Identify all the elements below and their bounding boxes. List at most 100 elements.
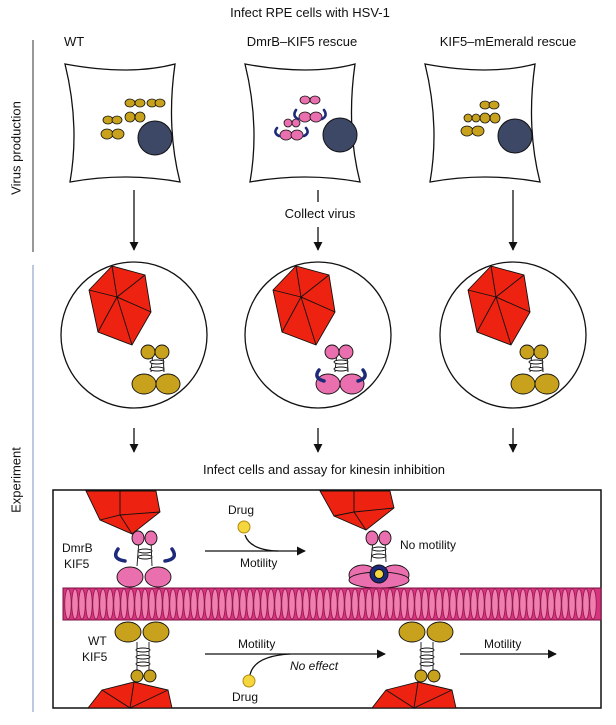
nucleus-wt: [137, 120, 173, 156]
side-label-experiment: Experiment: [8, 447, 24, 513]
wt-kif5-motor-right: [398, 621, 454, 683]
dmrb-domains: [274, 108, 327, 138]
kinesin-dmrb-virion: [315, 344, 367, 395]
microtubule-ring: [99, 588, 107, 620]
capsid-wt: [88, 265, 152, 346]
microtubule-ring: [190, 588, 198, 620]
microtubule-ring: [330, 588, 338, 620]
microtubule-ring: [547, 588, 555, 620]
microtubule-ring: [568, 588, 576, 620]
microtubule-ring: [344, 588, 352, 620]
microtubule-ring: [498, 588, 506, 620]
microtubule-ring: [197, 588, 205, 620]
microtubule-ring: [232, 588, 240, 620]
microtubule-ring: [575, 588, 583, 620]
microtubule-ring: [134, 588, 142, 620]
microtubule-ring: [106, 588, 114, 620]
capsid-top-right: [319, 490, 395, 531]
assay-step-label: Infect cells and assay for kinesin inhib…: [202, 462, 446, 477]
kinesins-wt: [100, 98, 166, 140]
microtubule-ring: [561, 588, 569, 620]
microtubule-ring: [428, 588, 436, 620]
microtubule-ring: [155, 588, 163, 620]
wt-label: WT: [88, 634, 107, 648]
collect-virus-label: Collect virus: [284, 206, 356, 221]
microtubule-ring: [505, 588, 513, 620]
microtubule-ring: [120, 588, 128, 620]
dmrb-label: DmrB: [62, 541, 93, 555]
microtubule-ring: [162, 588, 170, 620]
microtubule-ring: [470, 588, 478, 620]
microtubule-ring: [526, 588, 534, 620]
microtubule-ring: [309, 588, 317, 620]
cell-kif5-memerald: [424, 63, 541, 183]
microtubule-ring: [386, 588, 394, 620]
microtubule-ring: [477, 588, 485, 620]
microtubule-ring: [211, 588, 219, 620]
microtubule-ring: [281, 588, 289, 620]
microtubule-ring: [484, 588, 492, 620]
microtubule-ring: [512, 588, 520, 620]
drug-label-bottom: Drug: [232, 690, 259, 704]
microtubule-ring: [435, 588, 443, 620]
microtubule-ring: [78, 588, 86, 620]
microtubule-ring: [442, 588, 450, 620]
wt-kif5-motor-left: [114, 621, 170, 683]
microtubule-ring: [533, 588, 541, 620]
microtubule-ring: [449, 588, 457, 620]
microtubule-ring: [260, 588, 268, 620]
microtubule-ring: [288, 588, 296, 620]
microtubule-ring: [295, 588, 303, 620]
microtubule-ring: [421, 588, 429, 620]
microtubule-ring: [323, 588, 331, 620]
microtubule-ring: [554, 588, 562, 620]
microtubule-ring: [127, 588, 135, 620]
microtubule-ring: [141, 588, 149, 620]
microtubule-ring: [491, 588, 499, 620]
kinesins-dmrb: [279, 95, 323, 141]
column-label-dmrb: DmrB–KIF5 rescue: [246, 34, 358, 49]
dmrb-kif5-motor-inhibited: [348, 530, 410, 589]
microtubule: [62, 587, 602, 621]
microtubule-ring: [463, 588, 471, 620]
drug-curve-top: [244, 534, 279, 552]
cell-dmrb: [244, 63, 361, 183]
capsid-dmrb: [272, 265, 336, 346]
virion-dmrb: [244, 261, 392, 409]
microtubule-ring: [274, 588, 282, 620]
drug-molecule-top: [237, 520, 251, 534]
microtubule-ring: [267, 588, 275, 620]
microtubule-ring: [372, 588, 380, 620]
microtubule-ring: [113, 588, 121, 620]
kinesin-wt-virion: [131, 344, 181, 395]
microtubule-ring: [253, 588, 261, 620]
microtubule-ring: [519, 588, 527, 620]
virion-wt: [60, 261, 208, 409]
figure-header: Infect RPE cells with HSV-1: [230, 5, 390, 20]
capsid-top-left: [85, 490, 161, 535]
capsid-bottom-left: [87, 681, 173, 709]
kinesin-memerald-virion: [510, 344, 560, 395]
dmrb-kif5-label: KIF5: [64, 557, 90, 571]
microtubule-ring: [582, 588, 590, 620]
microtubule-ring: [176, 588, 184, 620]
microtubule-ring: [302, 588, 310, 620]
microtubule-ring: [239, 588, 247, 620]
kinesins-memerald: [460, 100, 501, 137]
column-label-wt: WT: [64, 34, 85, 49]
virion-memerald: [439, 261, 587, 409]
microtubule-ring: [393, 588, 401, 620]
motility-label-top: Motility: [240, 556, 278, 570]
microtubule-ring: [92, 588, 100, 620]
drug-curve-bottom: [249, 653, 291, 676]
microtubule-ring: [246, 588, 254, 620]
no-motility-label: No motility: [400, 538, 457, 552]
side-label-virus-production: Virus production: [8, 101, 24, 195]
microtubule-ring: [71, 588, 79, 620]
microtubule-ring: [379, 588, 387, 620]
microtubule-ring: [337, 588, 345, 620]
column-label-memerald: KIF5–mEmerald rescue: [439, 34, 577, 49]
microtubule-ring: [358, 588, 366, 620]
microtubule-ring: [169, 588, 177, 620]
